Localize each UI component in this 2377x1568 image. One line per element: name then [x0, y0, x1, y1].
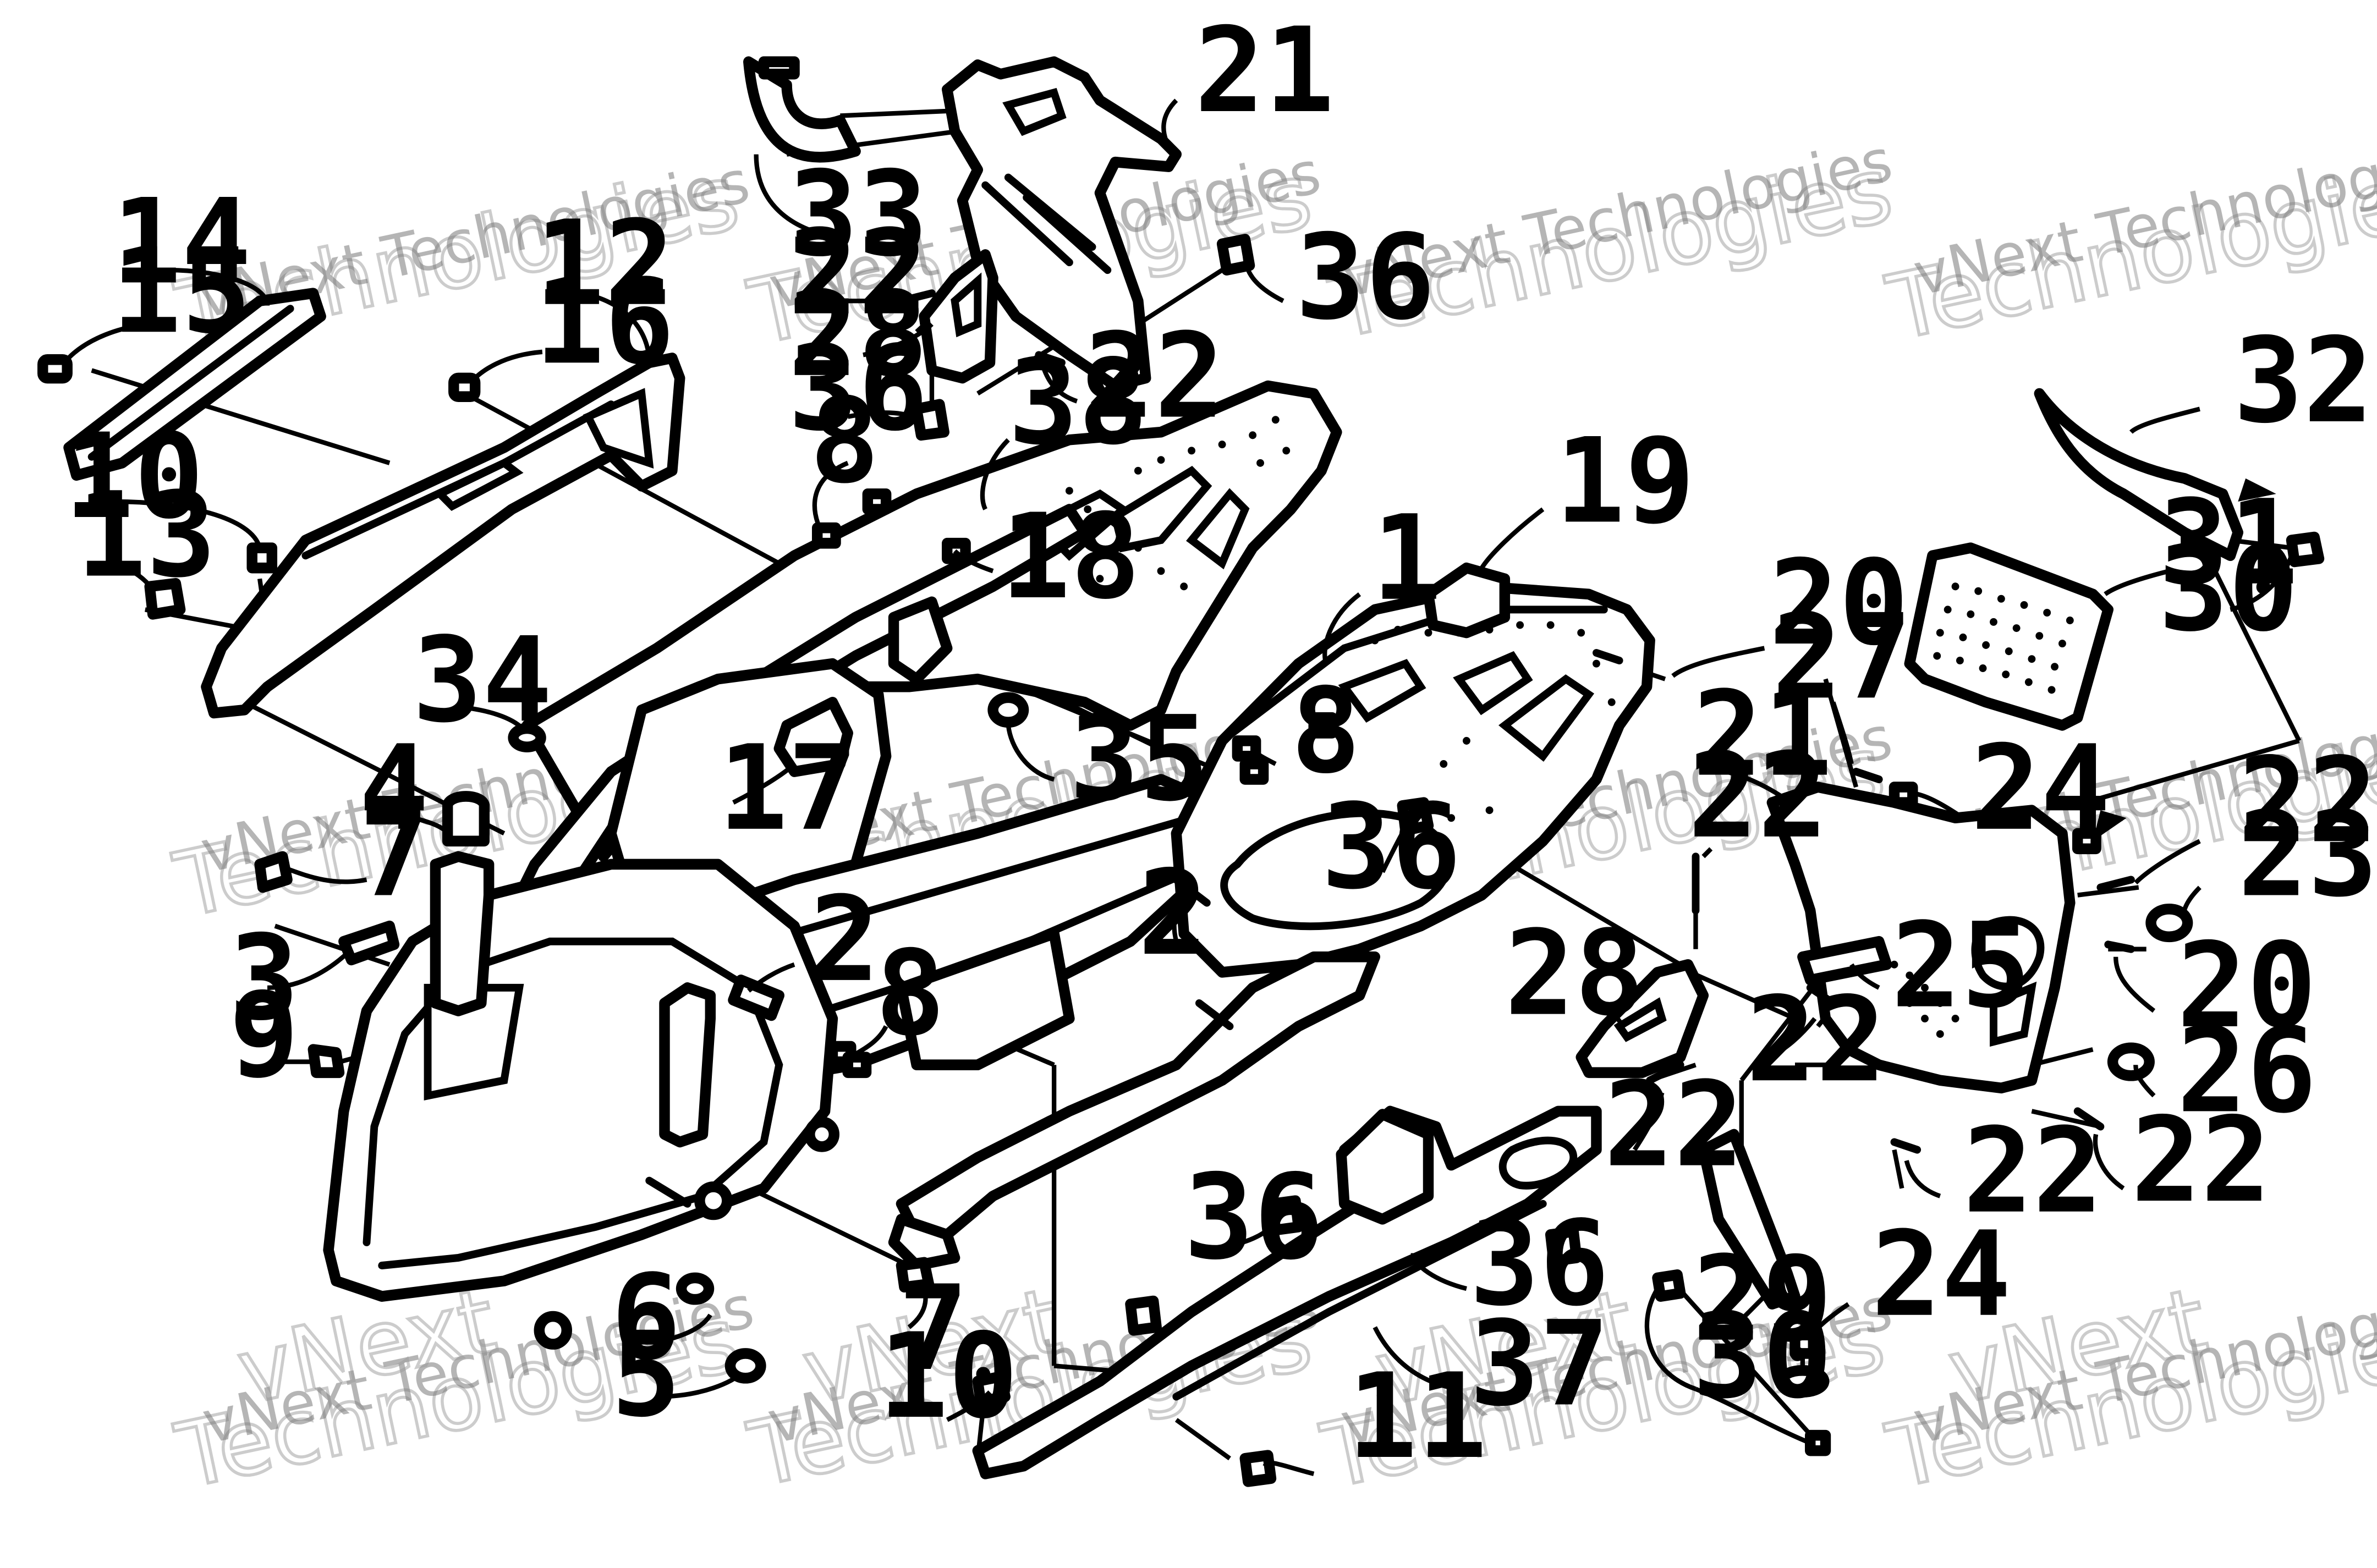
callout-22: 22 [1085, 309, 1225, 445]
callout-5: 5 [611, 1307, 681, 1443]
part-28-lower-plate [1575, 959, 1709, 1079]
callout-34: 34 [413, 612, 552, 749]
callout-19: 19 [1555, 413, 1695, 549]
callout-30: 30 [1693, 1289, 1832, 1425]
callout-22: 22 [1746, 972, 1886, 1108]
callout-16: 16 [535, 254, 674, 390]
callout-14: 14 [112, 174, 251, 310]
callout-6: 6 [611, 1250, 681, 1386]
callout-32: 32 [2233, 313, 2373, 449]
callout-20: 20 [2177, 918, 2316, 1054]
callout-22: 22 [2131, 1092, 2271, 1229]
perforation-holes [981, 173, 1112, 274]
part-28-upper-plate [919, 249, 998, 384]
callout-36: 36 [788, 321, 928, 457]
part-29-guard [1698, 1129, 1800, 1310]
callout-4: 4 [359, 720, 429, 857]
callout-10: 10 [64, 409, 204, 545]
callout-22: 22 [2238, 733, 2377, 869]
callout-8: 8 [810, 373, 880, 509]
callout-31: 31 [2159, 475, 2298, 612]
callout-21: 21 [1195, 3, 1335, 139]
callout-24: 24 [1871, 1207, 2011, 1343]
callout-26: 26 [2177, 1003, 2316, 1139]
part-12-upper-frame-member [201, 353, 685, 719]
callout-2: 2 [810, 872, 880, 1008]
callout-20: 20 [1769, 535, 1909, 672]
part-33-clip [743, 56, 861, 163]
part-1-main-chassis [323, 380, 1655, 1350]
hardware-parts [37, 234, 2325, 1487]
callout-24: 24 [1970, 720, 2110, 857]
callout-10: 10 [879, 1308, 1018, 1445]
callout-15: 15 [112, 223, 251, 360]
callout-17: 17 [718, 720, 858, 857]
callout-28: 28 [1505, 906, 1644, 1042]
callout-28: 28 [788, 267, 928, 403]
part-32-deflector [2034, 388, 2276, 562]
callout-35: 35 [1069, 691, 1209, 828]
callout-13: 13 [76, 467, 216, 604]
part-19-plate [1423, 562, 1511, 639]
callout-7: 7 [359, 787, 429, 923]
callout-labels: 14 15 12 16 10 13 34 4 7 3 9 2 17 35 8 1… [64, 3, 2377, 1485]
callout-36: 36 [1469, 1196, 1609, 1332]
callout-8: 8 [875, 926, 945, 1062]
perforation-holes [1890, 960, 1959, 1038]
leader-lines [62, 98, 2294, 1476]
callout-2: 2 [1138, 845, 1208, 982]
perforation-holes [1933, 582, 2074, 694]
part-37-running-board [972, 1105, 1602, 1479]
callout-9: 9 [229, 967, 299, 1104]
callout-22: 22 [1688, 728, 1828, 865]
part-21-top-bracket [942, 56, 1182, 392]
callout-36: 36 [1321, 779, 1461, 915]
callout-23: 23 [2238, 787, 2377, 923]
callout-7: 7 [898, 1261, 968, 1397]
perforation-holes [1065, 416, 1291, 591]
part-14-rail-cover [63, 288, 326, 481]
callout-38: 38 [1008, 334, 1148, 471]
callout-27: 27 [1772, 589, 1912, 725]
arrow-marker-icon [2238, 478, 2276, 502]
callout-1: 1 [1372, 491, 1442, 627]
callout-25: 25 [1891, 898, 2031, 1035]
part-21-rear-bracket [1766, 782, 2076, 1094]
callout-11: 11 [1347, 1349, 1487, 1485]
callout-3: 3 [229, 910, 299, 1047]
callout-30: 30 [2159, 521, 2298, 658]
part-31-perforated-guard [1904, 542, 2114, 731]
callout-37: 37 [1469, 1296, 1609, 1433]
callout-12: 12 [535, 196, 674, 332]
callout-36: 36 [1184, 1149, 1324, 1286]
callout-33: 33 [788, 146, 928, 283]
callout-22: 22 [788, 205, 928, 342]
callout-21: 21 [1693, 667, 1832, 803]
callout-18: 18 [1001, 489, 1140, 625]
callout-22: 22 [1963, 1103, 2102, 1240]
callout-36: 36 [1295, 210, 1435, 346]
callout-29: 29 [1693, 1231, 1832, 1368]
callout-22: 22 [1604, 1057, 1744, 1193]
callout-8: 8 [1291, 663, 1361, 800]
